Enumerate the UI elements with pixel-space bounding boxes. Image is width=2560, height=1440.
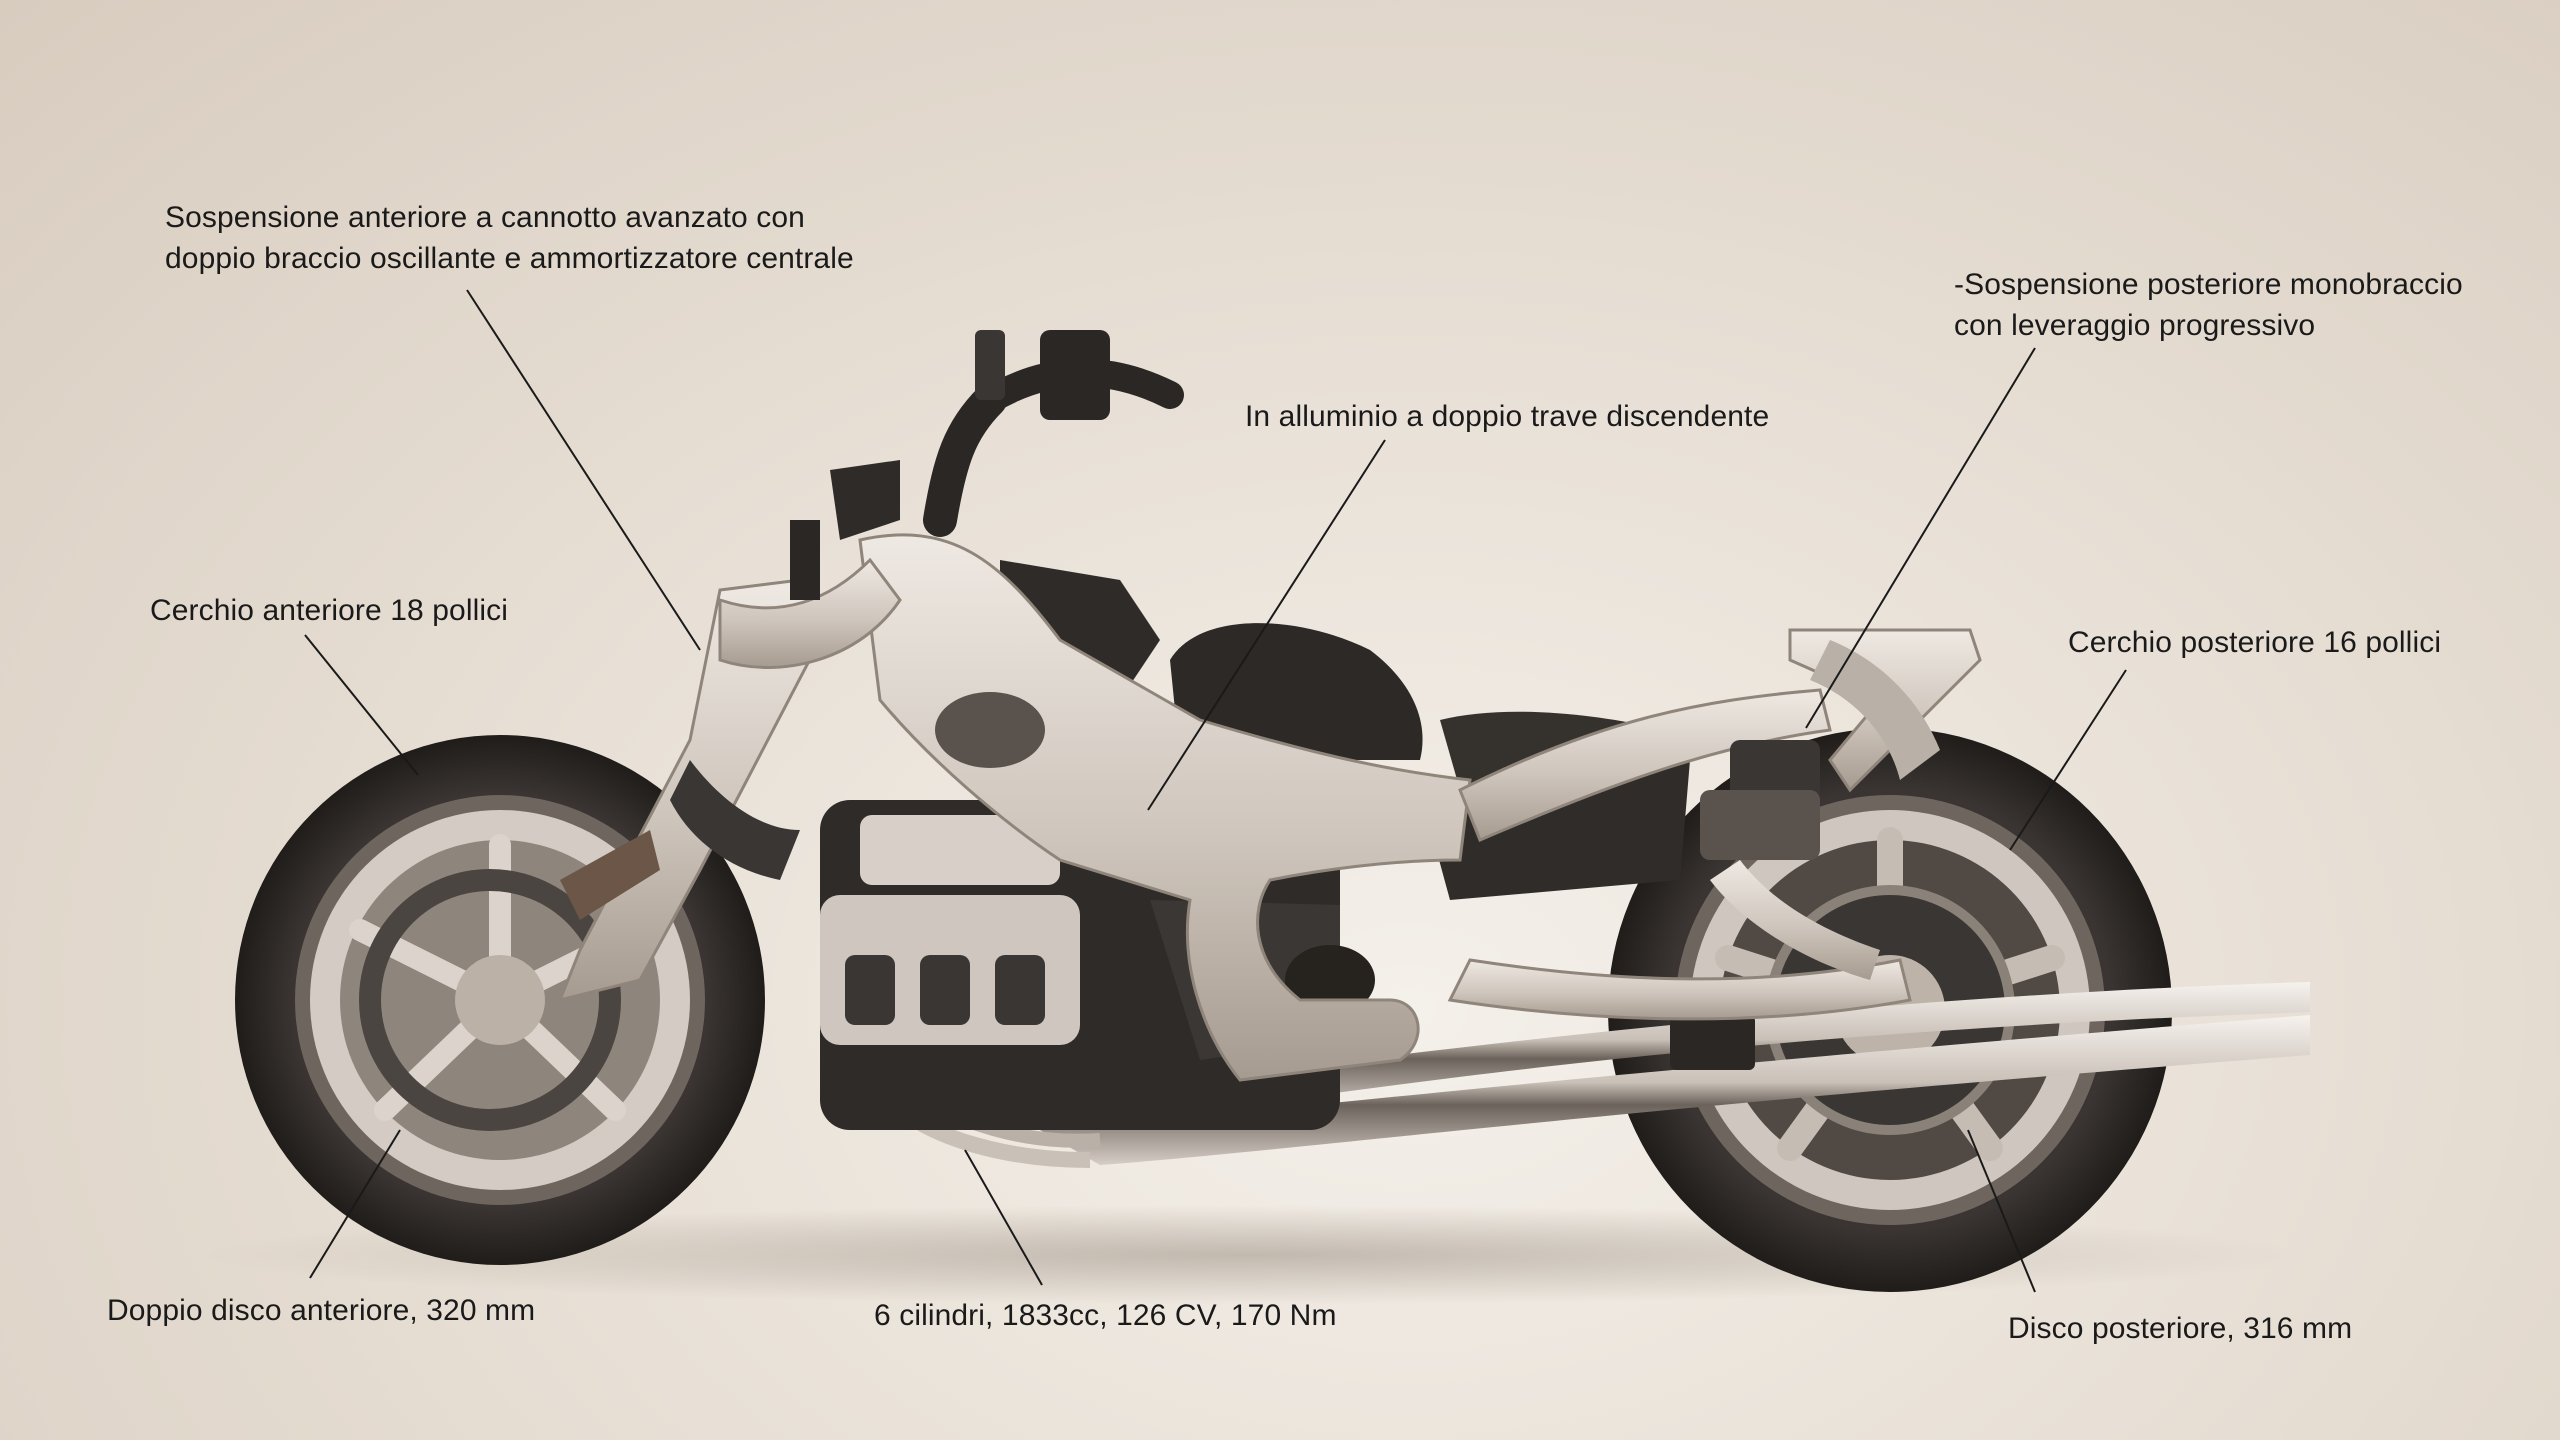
front-suspension xyxy=(557,520,902,1003)
label-rear-rim: Cerchio posteriore 16 pollici xyxy=(2068,622,2441,663)
label-front-suspension-line1: Sospensione anteriore a cannotto avanzat… xyxy=(165,201,805,234)
label-rear-rim-text: Cerchio posteriore 16 pollici xyxy=(2068,626,2442,659)
front-brake-disc xyxy=(359,869,621,1131)
label-frame: In alluminio a doppio trave discendente xyxy=(1245,396,1769,437)
label-front-rim: Cerchio anteriore 18 pollici xyxy=(150,590,508,631)
label-front-suspension: Sospensione anteriore a cannotto avanzat… xyxy=(165,197,854,279)
label-rear-suspension: -Sospensione posteriore monobraccio con … xyxy=(1954,264,2463,346)
label-rear-suspension-line1: -Sospensione posteriore monobraccio xyxy=(1954,268,2463,301)
rear-monoshock xyxy=(1700,740,1880,980)
label-front-rim-text: Cerchio anteriore 18 pollici xyxy=(150,594,508,627)
label-rear-suspension-line2: con leveraggio progressivo xyxy=(1954,309,2316,342)
label-rear-disc-text: Disco posteriore, 316 mm xyxy=(2008,1312,2353,1345)
label-frame-text: In alluminio a doppio trave discendente xyxy=(1245,400,1770,433)
label-rear-disc: Disco posteriore, 316 mm xyxy=(2008,1308,2352,1349)
label-front-disc-text: Doppio disco anteriore, 320 mm xyxy=(107,1294,536,1327)
label-engine: 6 cilindri, 1833cc, 126 CV, 170 Nm xyxy=(874,1295,1337,1336)
label-front-suspension-line2: doppio braccio oscillante e ammortizzato… xyxy=(165,242,854,275)
handlebars xyxy=(830,330,1184,540)
label-engine-text: 6 cilindri, 1833cc, 126 CV, 170 Nm xyxy=(874,1299,1337,1332)
label-front-disc: Doppio disco anteriore, 320 mm xyxy=(107,1290,535,1331)
